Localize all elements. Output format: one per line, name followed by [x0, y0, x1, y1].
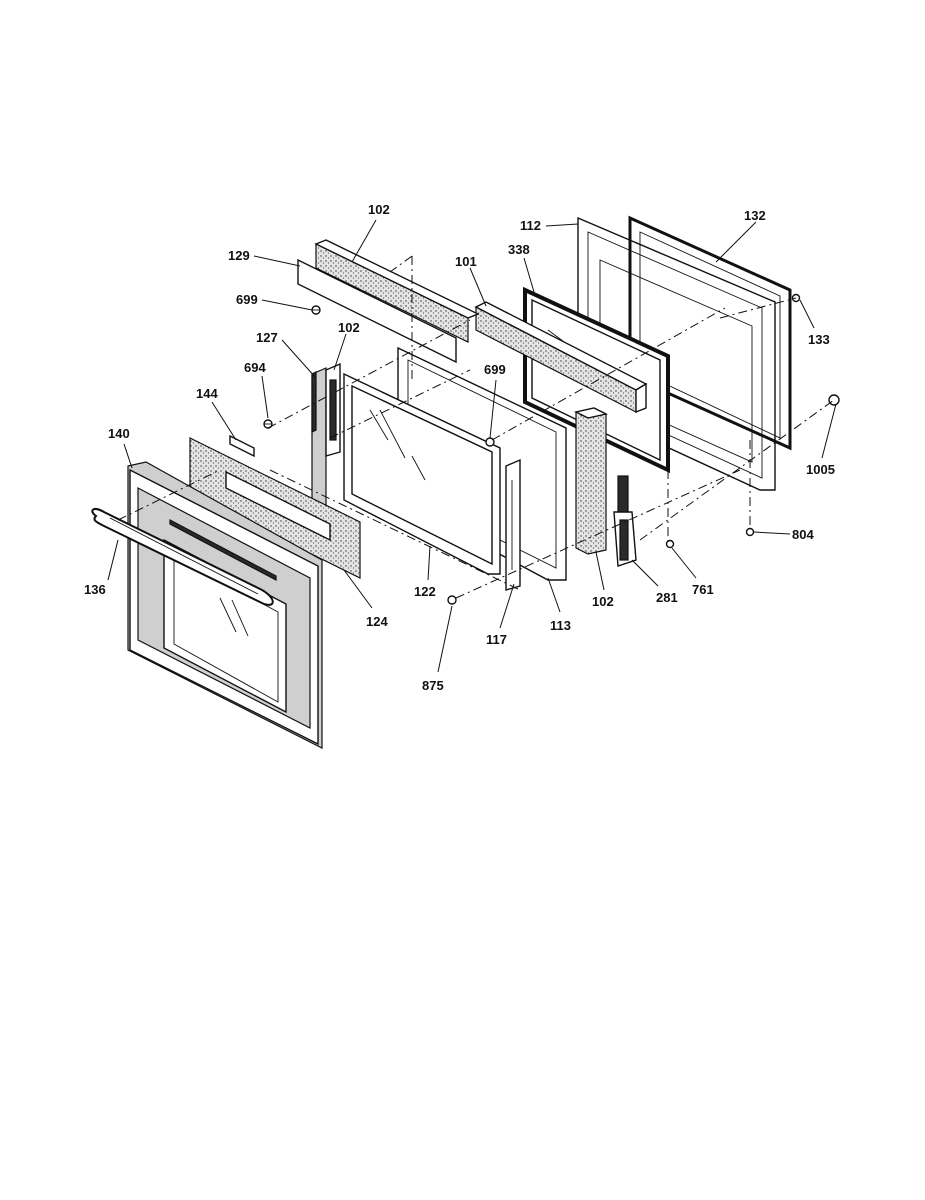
callout-144: 144: [196, 386, 218, 401]
screw-699-left: [311, 305, 321, 315]
callout-804: 804: [792, 527, 814, 542]
screw-875: [447, 595, 457, 605]
outer-door-panel-140: [127, 461, 323, 749]
door-hinge-281: [613, 475, 637, 567]
door-trim-129: [297, 258, 457, 364]
insulation-strip-102-right: [573, 407, 609, 555]
callout-129: 129: [228, 248, 250, 263]
callout-101: 101: [455, 254, 477, 269]
screw-1005: [828, 394, 840, 406]
callout-102-mid: 102: [338, 320, 360, 335]
callout-136: 136: [84, 582, 106, 597]
side-channel-102-left: [325, 362, 341, 457]
insulation-strip-102-top: [314, 239, 480, 343]
callout-699-left: 699: [236, 292, 258, 307]
callout-labels: 102 129 699 101 338 112 132 133 127 102 …: [84, 202, 835, 693]
callout-102-top: 102: [368, 202, 390, 217]
callout-140: 140: [108, 426, 130, 441]
door-handle-136: [91, 508, 274, 606]
callout-699-mid: 699: [484, 362, 506, 377]
callout-761: 761: [692, 582, 714, 597]
vent-plate-144: [229, 434, 255, 458]
callout-132: 132: [744, 208, 766, 223]
screw-804: [745, 527, 755, 537]
callout-112: 112: [520, 218, 541, 233]
callout-133: 133: [808, 332, 830, 347]
callout-281: 281: [656, 590, 678, 605]
side-channel-117: [505, 458, 521, 591]
callout-338: 338: [508, 242, 530, 257]
assembly-lines: [117, 255, 835, 599]
callout-694: 694: [244, 360, 266, 375]
leader-lines: [107, 219, 837, 673]
callout-113: 113: [550, 618, 571, 633]
insulation-strip-101: [474, 301, 648, 414]
callout-127: 127: [256, 330, 278, 345]
callout-875: 875: [422, 678, 444, 693]
door-gasket-132: [628, 215, 792, 451]
callout-117: 117: [486, 632, 507, 647]
screw-761: [665, 539, 675, 549]
callout-122: 122: [414, 584, 436, 599]
callout-102-right: 102: [592, 594, 614, 609]
insulation-panel-124: [189, 437, 361, 579]
glass-pane-122: [343, 372, 501, 575]
callout-124: 124: [366, 614, 388, 629]
callout-1005: 1005: [806, 462, 835, 477]
